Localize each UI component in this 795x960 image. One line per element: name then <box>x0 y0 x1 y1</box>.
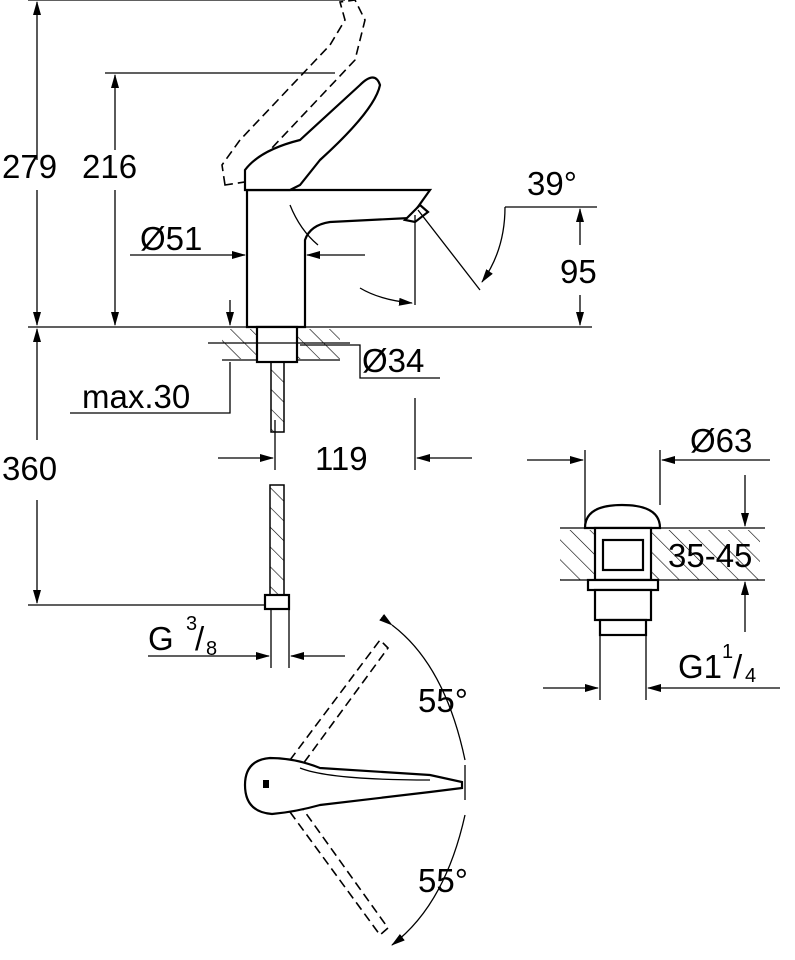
lever-left-outline <box>289 638 390 769</box>
lever-top-view <box>243 756 464 816</box>
angle-55-bottom-label: 55° <box>418 862 468 899</box>
dim-216-label: 216 <box>82 148 137 185</box>
svg-text:G: G <box>148 620 174 657</box>
svg-text:G1: G1 <box>678 648 722 685</box>
basin-hatch <box>560 530 760 580</box>
svg-text:/: / <box>733 648 743 685</box>
aerator <box>402 203 430 224</box>
svg-text:/: / <box>195 620 205 657</box>
dim-diameter-63-label: Ø63 <box>690 422 752 459</box>
angle-55-top-label: 55° <box>418 682 468 719</box>
hose-nut <box>263 593 291 611</box>
thread-g38-label: G 3 / 8 <box>148 613 217 660</box>
dim-diameter-34-label: Ø34 <box>362 342 424 379</box>
mounting-stud <box>255 325 299 364</box>
thread-g114-label: G1 1 / 4 <box>678 641 756 687</box>
svg-text:4: 4 <box>745 665 756 687</box>
dim-diameter-51-label: Ø51 <box>140 220 202 257</box>
svg-text:3: 3 <box>186 613 197 635</box>
faucet-body <box>245 188 433 329</box>
hose-lower <box>269 484 285 596</box>
lever-right-outline <box>289 804 390 937</box>
dim-360-label: 360 <box>2 450 57 487</box>
dim-35-45-label: 35-45 <box>668 537 752 574</box>
waste-nut <box>586 578 660 592</box>
dim-279-label: 279 <box>2 148 57 185</box>
angle-39-label: 39° <box>527 165 577 202</box>
dim-119-label: 119 <box>315 440 368 477</box>
svg-text:1: 1 <box>722 641 733 663</box>
hose-upper <box>270 361 285 433</box>
waste-cap <box>583 503 662 530</box>
svg-text:8: 8 <box>206 638 217 660</box>
dim-max30-label: max.30 <box>82 378 190 415</box>
lever-handle <box>243 76 382 192</box>
dim-95-label: 95 <box>560 253 597 290</box>
